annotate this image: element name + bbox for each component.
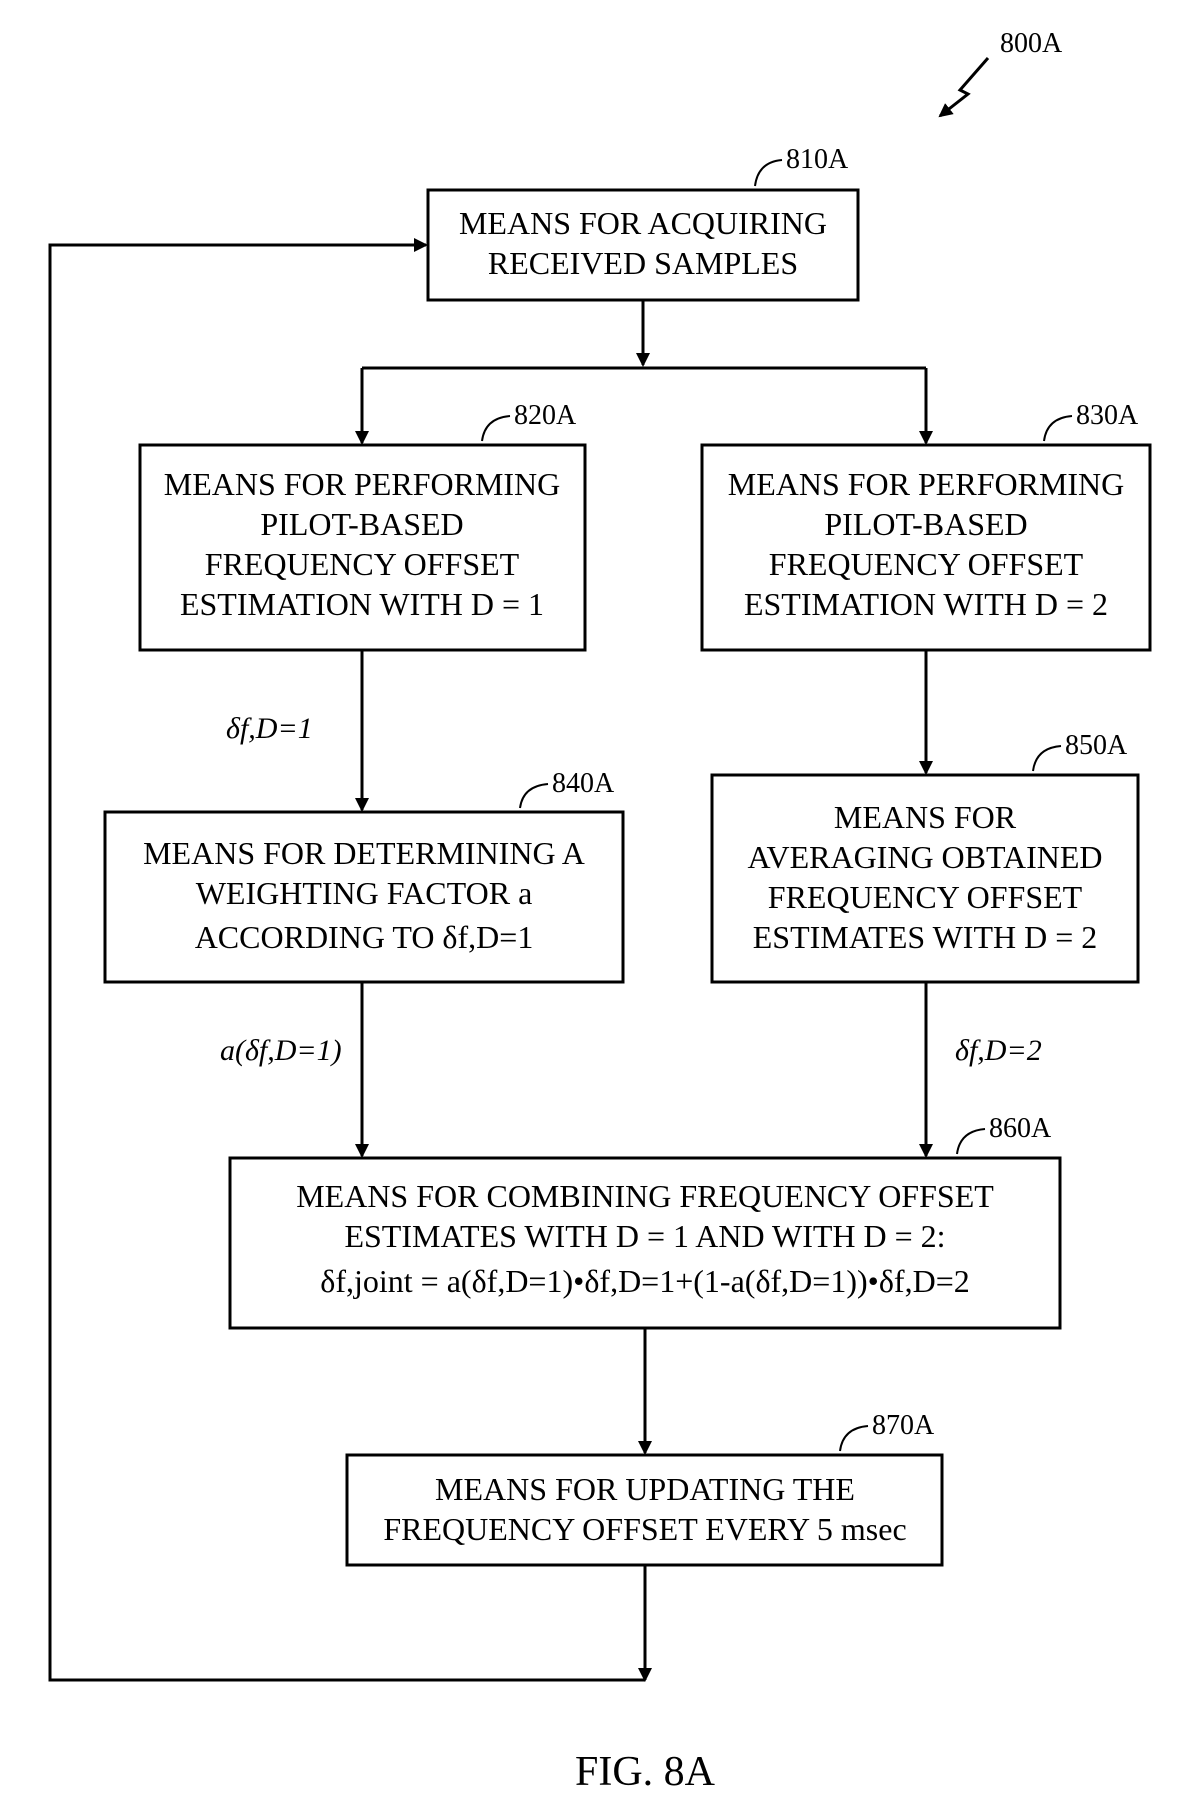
block-840a-ref: 840A bbox=[552, 768, 615, 799]
block-830a-leader bbox=[1043, 415, 1073, 442]
block-850a-line-4: ESTIMATES WITH D = 2 bbox=[753, 919, 1098, 955]
feedback-loop-arrow bbox=[48, 238, 645, 1682]
signal-delta-f-d2: δf,D=2 bbox=[955, 1034, 1042, 1067]
block-840a-line-3: ACCORDING TO δf,D=1 bbox=[195, 919, 534, 955]
figure-caption: FIG. 8A bbox=[575, 1749, 716, 1795]
figure-reference: 800A bbox=[1000, 28, 1063, 59]
block-820a-line-2: PILOT-BASED bbox=[260, 506, 463, 542]
block-840a-leader bbox=[519, 783, 549, 809]
block-830a-line-1: MEANS FOR PERFORMING bbox=[728, 466, 1125, 502]
block-870a-ref: 870A bbox=[872, 1410, 935, 1441]
block-850a: MEANS FOR AVERAGING OBTAINED FREQUENCY O… bbox=[710, 730, 1140, 984]
block-820a-line-1: MEANS FOR PERFORMING bbox=[164, 466, 561, 502]
block-850a-leader bbox=[1032, 745, 1062, 772]
block-810a-leader bbox=[754, 159, 783, 187]
block-820a-line-4: ESTIMATION WITH D = 1 bbox=[180, 586, 544, 622]
block-830a: MEANS FOR PERFORMING PILOT-BASED FREQUEN… bbox=[700, 400, 1152, 652]
block-830a-line-2: PILOT-BASED bbox=[824, 506, 1027, 542]
block-860a-formula: δf,joint = a(δf,D=1)•δf,D=1+(1-a(δf,D=1)… bbox=[320, 1263, 969, 1299]
block-820a-line-3: FREQUENCY OFFSET bbox=[205, 546, 520, 582]
block-850a-line-3: FREQUENCY OFFSET bbox=[768, 879, 1083, 915]
block-810a-line-1: MEANS FOR ACQUIRING bbox=[459, 205, 827, 241]
block-870a-line-1: MEANS FOR UPDATING THE bbox=[435, 1471, 855, 1507]
block-810a-ref: 810A bbox=[786, 144, 849, 175]
block-860a-line-1: MEANS FOR COMBINING FREQUENCY OFFSET bbox=[296, 1178, 994, 1214]
block-840a-line-1: MEANS FOR DETERMINING A bbox=[143, 835, 585, 871]
block-840a-line-2: WEIGHTING FACTOR a bbox=[196, 875, 533, 911]
block-810a-line-2: RECEIVED SAMPLES bbox=[488, 245, 798, 281]
block-820a: MEANS FOR PERFORMING PILOT-BASED FREQUEN… bbox=[138, 400, 587, 652]
block-860a-leader bbox=[956, 1128, 986, 1155]
block-820a-ref: 820A bbox=[514, 400, 577, 431]
signal-weight-a: a(δf,D=1) bbox=[220, 1034, 342, 1067]
signal-delta-f-d1: δf,D=1 bbox=[226, 712, 313, 745]
block-860a-ref: 860A bbox=[989, 1113, 1052, 1144]
block-860a: MEANS FOR COMBINING FREQUENCY OFFSET EST… bbox=[228, 1113, 1062, 1330]
block-850a-ref: 850A bbox=[1065, 730, 1128, 761]
block-830a-line-4: ESTIMATION WITH D = 2 bbox=[744, 586, 1108, 622]
block-830a-ref: 830A bbox=[1076, 400, 1139, 431]
figure-reference-arrow bbox=[938, 57, 990, 118]
block-850a-line-1: MEANS FOR bbox=[834, 799, 1017, 835]
block-810a: MEANS FOR ACQUIRING RECEIVED SAMPLES 810… bbox=[426, 144, 860, 302]
block-870a: MEANS FOR UPDATING THE FREQUENCY OFFSET … bbox=[345, 1410, 944, 1567]
block-830a-line-3: FREQUENCY OFFSET bbox=[769, 546, 1084, 582]
block-860a-line-2: ESTIMATES WITH D = 1 AND WITH D = 2: bbox=[344, 1218, 945, 1254]
block-870a-leader bbox=[839, 1425, 869, 1452]
block-850a-line-2: AVERAGING OBTAINED bbox=[747, 839, 1102, 875]
block-840a: MEANS FOR DETERMINING A WEIGHTING FACTOR… bbox=[103, 768, 625, 984]
block-820a-leader bbox=[481, 415, 511, 442]
block-870a-line-2: FREQUENCY OFFSET EVERY 5 msec bbox=[383, 1511, 906, 1547]
